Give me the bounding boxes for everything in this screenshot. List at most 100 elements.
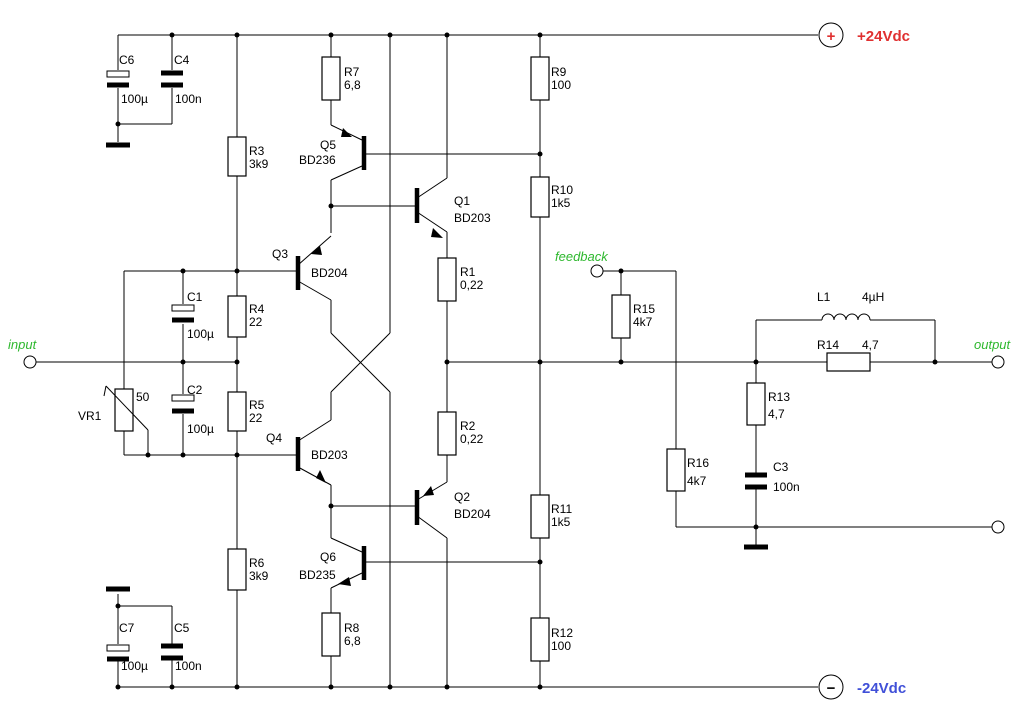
- q5-type: BD236: [299, 153, 336, 167]
- resistor-r1: [437, 257, 457, 302]
- r12-ref: R12: [551, 626, 573, 640]
- resistor-r7: [321, 56, 341, 101]
- c5-ref: C5: [174, 621, 190, 635]
- r2-value: 0,22: [460, 432, 484, 446]
- r4-ref: R4: [249, 302, 265, 316]
- resistor-r14: [826, 352, 871, 372]
- resistor-r16: [666, 448, 686, 492]
- resistor-bodies: [227, 56, 871, 662]
- q5-ref: Q5: [320, 138, 336, 152]
- resistor-r6: [227, 548, 247, 591]
- junction-dots: [115, 32, 938, 690]
- q3-ref: Q3: [272, 247, 288, 261]
- resistor-r8: [321, 612, 341, 657]
- r8-ref: R8: [344, 621, 360, 635]
- r4-value: 22: [249, 315, 263, 329]
- c2-value: 100µ: [187, 422, 214, 436]
- capacitor-c6: [106, 70, 130, 88]
- r13-value: 4,7: [768, 407, 785, 421]
- r11-value: 1k5: [551, 515, 571, 529]
- q2-type: BD204: [454, 507, 491, 521]
- q6-emitter-arrow: [338, 577, 351, 586]
- feedback-label: feedback: [555, 249, 609, 264]
- q4-emitter-arrow: [316, 470, 326, 483]
- c3-ref: C3: [773, 460, 789, 474]
- negative-supply-terminal: [818, 674, 844, 700]
- resistor-r12: [530, 617, 550, 662]
- q6-type: BD235: [299, 568, 336, 582]
- capacitor-c7: [106, 644, 130, 662]
- q6-ref: Q6: [320, 550, 336, 564]
- r10-ref: R10: [551, 183, 573, 197]
- capacitors: [106, 70, 767, 662]
- terminals: [23, 22, 1005, 700]
- resistor-r9: [530, 56, 550, 101]
- r14-ref: R14: [817, 338, 839, 352]
- minus-symbol: −: [827, 680, 836, 697]
- labels: + − +24Vdc -24Vdc input feedback output …: [8, 28, 1012, 697]
- transistors: [295, 128, 443, 586]
- c1-value: 100µ: [187, 327, 214, 341]
- r11-ref: R11: [551, 502, 572, 516]
- input-terminal: [23, 355, 37, 369]
- positive-supply-terminal: [818, 22, 844, 48]
- capacitor-c2: [171, 394, 195, 414]
- ground-out-terminal: [991, 520, 1005, 534]
- q4-type: BD203: [311, 448, 348, 462]
- r16-ref: R16: [687, 456, 709, 470]
- capacitor-c3: [745, 472, 767, 490]
- resistor-r13: [746, 382, 766, 426]
- r12-value: 100: [551, 639, 571, 653]
- negative-supply-label: -24Vdc: [857, 680, 906, 697]
- resistor-r11: [530, 494, 550, 539]
- c5-value: 100n: [175, 659, 202, 673]
- l1-ref: L1: [817, 290, 831, 304]
- r9-value: 100: [551, 78, 571, 92]
- r1-ref: R1: [460, 265, 476, 279]
- q1-type: BD203: [454, 211, 491, 225]
- resistor-r5: [227, 391, 247, 432]
- q4-ref: Q4: [266, 431, 282, 445]
- plus-symbol: +: [827, 28, 836, 45]
- r14-value: 4,7: [862, 338, 879, 352]
- c2-ref: C2: [187, 383, 203, 397]
- c7-ref: C7: [119, 621, 135, 635]
- r15-value: 4k7: [633, 315, 653, 329]
- resistor-r4: [227, 295, 247, 338]
- q2-emitter-arrow: [423, 486, 434, 496]
- capacitor-c1: [171, 304, 195, 323]
- r1-value: 0,22: [460, 278, 484, 292]
- r13-ref: R13: [768, 390, 790, 404]
- l1-value: 4µH: [862, 290, 884, 304]
- r10-value: 1k5: [551, 196, 571, 210]
- output-label: output: [974, 337, 1012, 352]
- c7-value: 100µ: [121, 659, 148, 673]
- c4-value: 100n: [175, 92, 202, 106]
- capacitor-c4: [161, 70, 183, 88]
- vr1-ref: VR1: [78, 409, 102, 423]
- r6-ref: R6: [249, 556, 265, 570]
- q1-ref: Q1: [454, 194, 470, 208]
- q5-emitter-arrow: [341, 128, 352, 137]
- q3-emitter-arrow: [311, 246, 322, 255]
- feedback-terminal: [590, 264, 604, 278]
- r5-ref: R5: [249, 398, 265, 412]
- r7-ref: R7: [344, 65, 360, 79]
- r7-value: 6,8: [344, 78, 361, 92]
- resistor-r2: [437, 411, 457, 456]
- trimmer-vr1: [103, 385, 149, 432]
- r2-ref: R2: [460, 419, 476, 433]
- c3-value: 100n: [773, 480, 800, 494]
- r9-ref: R9: [551, 65, 567, 79]
- r3-ref: R3: [249, 144, 265, 158]
- inductor-l1: [821, 313, 871, 321]
- r3-value: 3k9: [249, 157, 269, 171]
- q3-type: BD204: [311, 266, 348, 280]
- positive-supply-label: +24Vdc: [857, 28, 910, 45]
- r16-value: 4k7: [687, 474, 707, 488]
- c6-ref: C6: [119, 53, 135, 67]
- resistor-r15: [611, 294, 631, 339]
- wires: [36, 34, 992, 688]
- capacitor-c5: [161, 643, 183, 661]
